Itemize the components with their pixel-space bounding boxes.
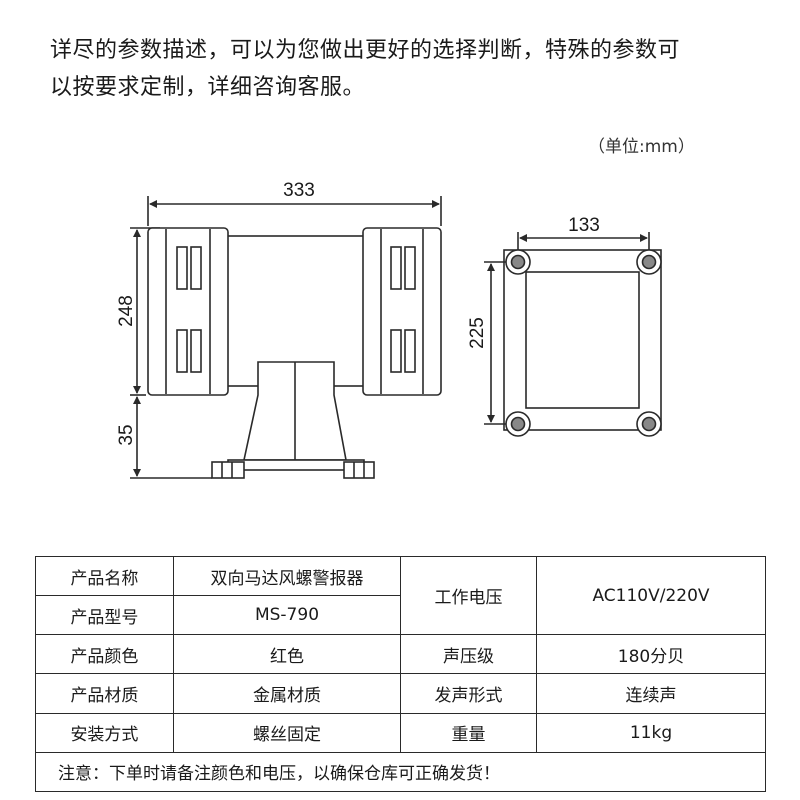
technical-drawing: 333 248 35 133 225 [116,180,662,479]
spec-label-name: 产品名称 [35,555,174,597]
spec-value-weight: 11kg [536,712,766,753]
bolt-hole-top-left [505,249,531,275]
pedestal [211,361,375,479]
front-view [130,196,442,479]
table-row: 产品材质 金属材质 发声形式 连续声 [35,673,766,714]
spec-label-mounting: 安装方式 [35,712,174,753]
dim-height-248: 248 [116,295,137,327]
spec-label-color: 产品颜色 [35,634,174,675]
spec-label-spl: 声压级 [400,634,537,675]
spec-value-name: 双向马达风螺警报器 [172,555,402,597]
spec-value-sound-type: 连续声 [536,673,766,714]
intro-line-1: 详尽的参数描述，可以为您做出更好的选择判断，特殊的参数可 [50,38,681,63]
base-plate-view [484,232,662,437]
bolt-hole-bottom-right [636,411,662,437]
intro-text: 详尽的参数描述，可以为您做出更好的选择判断，特殊的参数可 以按要求定制，详细咨询… [50,32,760,106]
dim-height-35: 35 [116,424,137,445]
bolt-hole-top-right [636,249,662,275]
unit-label: （单位:mm） [588,137,695,157]
spec-label-weight: 重量 [400,712,537,753]
spec-label-material: 产品材质 [35,673,174,714]
left-siren-head [147,227,229,396]
dim-base-depth-225: 225 [467,317,488,349]
table-row: 产品颜色 红色 声压级 180分贝 [35,634,766,675]
table-row: 产品名称 双向马达风螺警报器 工作电压 AC110V/220V [35,555,766,636]
spec-value-voltage: AC110V/220V [536,555,766,636]
spec-value-material: 金属材质 [172,673,402,714]
dim-width-333: 333 [283,180,315,201]
right-siren-head [362,227,442,396]
bolt-hole-bottom-left [505,411,531,437]
spec-value-mounting: 螺丝固定 [172,712,402,753]
spec-value-spl: 180分贝 [536,634,766,675]
spec-value-color: 红色 [172,634,402,675]
spec-label-model: 产品型号 [35,595,174,636]
spec-table: 产品名称 双向马达风螺警报器 工作电压 AC110V/220V 产品型号 MS-… [35,555,766,793]
table-row: 安装方式 螺丝固定 重量 11kg [35,712,766,753]
dim-base-width-133: 133 [568,215,600,236]
order-note: 注意：下单时请备注颜色和电压，以确保仓库可正确发货！ [35,751,766,793]
intro-line-2: 以按要求定制，详细咨询客服。 [50,75,366,100]
spec-label-sound-type: 发声形式 [400,673,537,714]
spec-value-model: MS-790 [172,595,402,636]
table-row: 注意：下单时请备注颜色和电压，以确保仓库可正确发货！ [35,751,766,793]
spec-label-voltage: 工作电压 [400,555,537,636]
